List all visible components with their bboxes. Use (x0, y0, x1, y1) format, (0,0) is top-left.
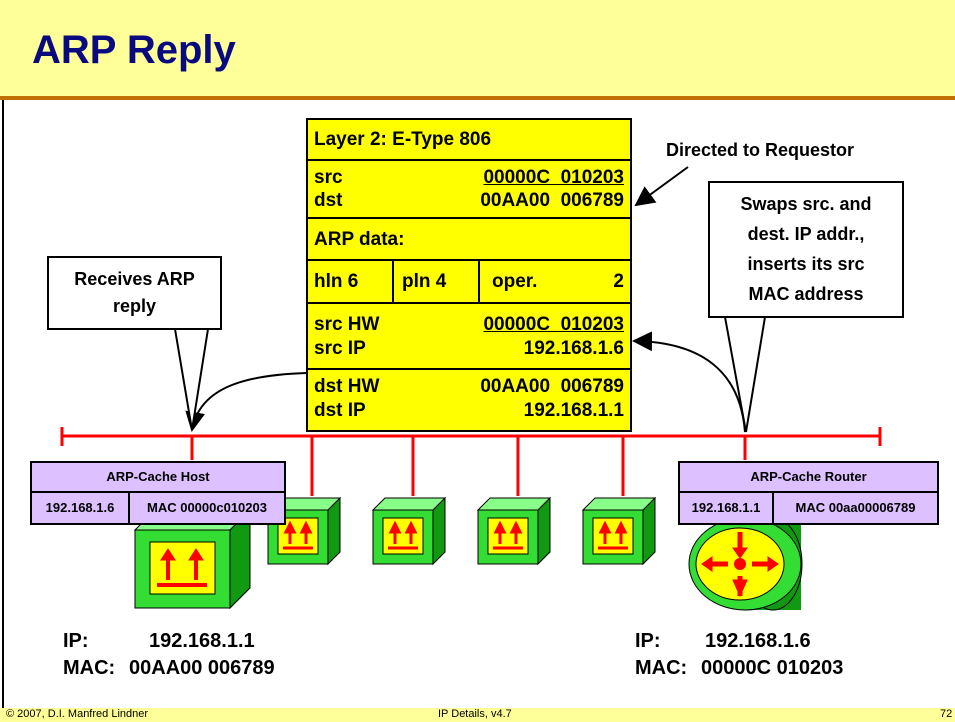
dst-hw-value: 00AA00 006789 (480, 376, 624, 397)
packet-arpdata-row: ARP data: (308, 219, 630, 261)
cache-host-mac: MAC 00000c010203 (147, 500, 267, 515)
swaps-callout: Swaps src. and dest. IP addr., inserts i… (708, 181, 904, 318)
directed-arrow (634, 166, 689, 207)
footer-title: IP Details, v4.7 (438, 708, 512, 720)
dst-ip-label: dst IP (314, 400, 366, 421)
pln-label: pln 4 (402, 271, 447, 292)
host-mac-label: MAC: (63, 657, 116, 679)
packet-dst-row: dst HW 00AA00 006789 dst IP 192.168.1.1 (308, 370, 630, 430)
oper-label: oper. (492, 271, 538, 292)
slide-title: ARP Reply (32, 28, 236, 72)
router-mac-label: MAC: (635, 657, 688, 679)
receives-callout-line2: reply (112, 296, 157, 316)
oper-value: 2 (613, 271, 624, 292)
dst-ip-value: 192.168.1.1 (523, 400, 624, 421)
dst-mac-value: 00AA00 006789 (480, 190, 624, 211)
src-label: src (314, 167, 343, 188)
router-arrow-to-packet (632, 331, 746, 433)
router-icon (688, 517, 803, 611)
cache-router-title: ARP-Cache Router (680, 463, 937, 493)
packet-src-row: src HW 00000C 010203 src IP 192.168.1.6 (308, 304, 630, 370)
hln-label: hln 6 (314, 271, 359, 292)
swaps-callout-line2: dest. IP addr., (747, 224, 865, 244)
cache-host-ip: 192.168.1.6 (32, 493, 130, 523)
dst-label: dst (314, 190, 343, 211)
receives-callout-line1: Receives ARP (74, 269, 195, 289)
cache-router-ip: 192.168.1.1 (680, 493, 774, 523)
arp-data-label: ARP data: (314, 229, 405, 250)
cache-host-title: ARP-Cache Host (32, 463, 284, 493)
router-ip-label: IP: (635, 630, 661, 652)
swaps-callout-line4: MAC address (748, 284, 864, 304)
src-hw-label: src HW (314, 314, 380, 335)
station-5-icon (581, 496, 657, 566)
host-ip-value: 192.168.1.1 (149, 630, 255, 652)
arp-packet: Layer 2: E-Type 806 src 00000C 010203 ds… (306, 118, 632, 432)
swaps-callout-pointer (723, 316, 767, 433)
src-hw-value: 00000C 010203 (483, 314, 624, 335)
title-bar: ARP Reply (0, 0, 955, 100)
router-mac-value: 00000C 010203 (701, 657, 844, 679)
arp-cache-host: ARP-Cache Host 192.168.1.6 MAC 00000c010… (30, 461, 286, 525)
host-ip-label: IP: (63, 630, 89, 652)
receives-callout: Receives ARP reply (47, 256, 222, 330)
station-4-icon (476, 496, 552, 566)
src-ip-value: 192.168.1.6 (523, 338, 624, 359)
router-ip-value: 192.168.1.6 (705, 630, 811, 652)
packet-layer2-row: Layer 2: E-Type 806 (308, 120, 630, 161)
directed-label: Directed to Requestor (666, 140, 855, 160)
layer2-label: Layer 2: E-Type 806 (314, 129, 492, 150)
packet-fields-row: hln 6 pln 4 oper. 2 (308, 261, 630, 304)
reply-arrow-to-host (185, 372, 307, 432)
swaps-callout-line3: inserts its src (747, 254, 865, 274)
cache-router-mac: MAC 00aa00006789 (795, 500, 916, 515)
receives-callout-pointer (173, 328, 210, 431)
src-mac-value: 00000C 010203 (483, 167, 624, 188)
host-mac-value: 00AA00 006789 (129, 657, 275, 679)
footer: © 2007, D.I. Manfred Lindner IP Details,… (0, 708, 955, 722)
page-number: 72 (940, 708, 953, 720)
station-3-icon (371, 496, 447, 566)
dst-hw-label: dst HW (314, 376, 380, 397)
hln-cell: hln 6 (308, 261, 394, 302)
footer-copyright: © 2007, D.I. Manfred Lindner (6, 708, 149, 720)
swaps-callout-line1: Swaps src. and (740, 194, 872, 214)
src-ip-label: src IP (314, 338, 366, 359)
pln-cell: pln 4 (394, 261, 480, 302)
arp-cache-router: ARP-Cache Router 192.168.1.1 MAC 00aa000… (678, 461, 939, 525)
packet-mac-row: src 00000C 010203 dst 00AA00 006789 (308, 161, 630, 219)
